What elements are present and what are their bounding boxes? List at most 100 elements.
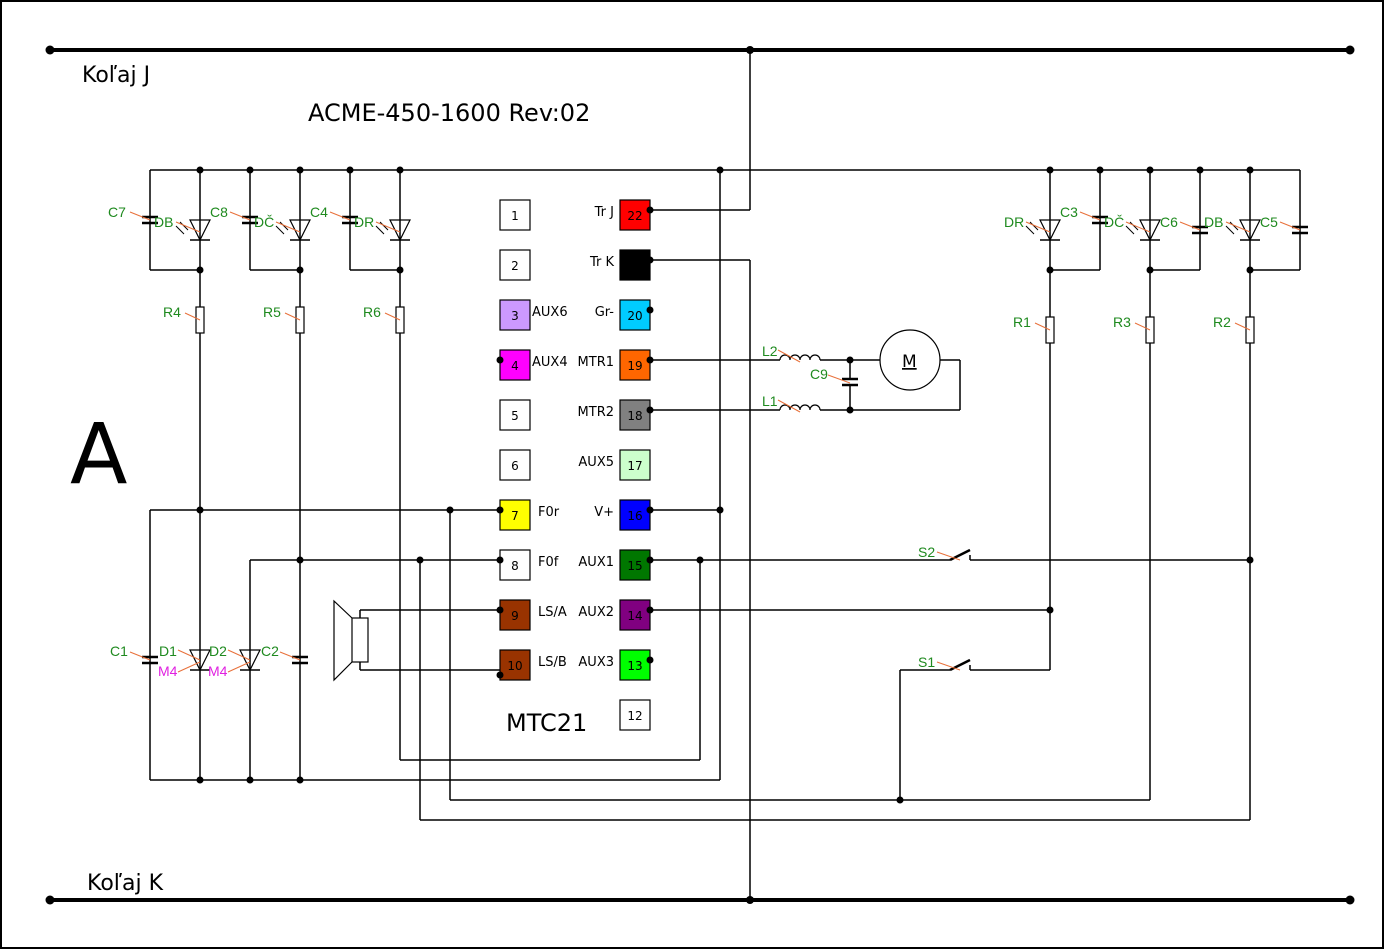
pin-junction <box>646 656 654 664</box>
connector-pin-17: 17 AUX5 <box>578 449 651 481</box>
label-cap: C3 <box>1060 204 1078 220</box>
led-icon <box>1225 219 1261 242</box>
led-icon <box>175 219 211 242</box>
pin-junction <box>646 406 654 414</box>
pin-number: 8 <box>511 559 519 573</box>
connector-pin-tr-k: Tr K <box>589 249 654 281</box>
capacitor-icon <box>1292 225 1308 235</box>
label-led: DČ <box>1104 214 1124 230</box>
connector-pin-1: 1 <box>499 199 531 231</box>
pin-number: 15 <box>627 559 642 573</box>
pin-label: Tr J <box>594 205 614 220</box>
pin-box <box>499 299 531 331</box>
pin-label: V+ <box>594 505 614 520</box>
pin-box <box>619 699 651 731</box>
pin-junction <box>496 606 504 614</box>
connector-pin-5: 5 <box>499 399 531 431</box>
capacitor-icon <box>142 215 158 225</box>
label-cap: C8 <box>210 204 228 220</box>
label-led: DČ <box>254 214 274 230</box>
led-group-right-1: DR C3 R1 <box>1004 204 1108 344</box>
pin-label: F0r <box>538 505 560 520</box>
pin-number: 18 <box>627 409 642 423</box>
label-res: R3 <box>1113 314 1131 330</box>
pin-box <box>619 599 651 631</box>
diagram-title: ACME-450-1600 Rev:02 <box>308 99 590 127</box>
pin-label: AUX4 <box>532 355 568 370</box>
pin-box <box>619 399 651 431</box>
pin-number: 14 <box>627 609 642 623</box>
pin-number: 1 <box>511 209 519 223</box>
capacitor-icon <box>842 377 858 387</box>
pin-number: 3 <box>511 309 519 323</box>
pin-junction <box>496 356 504 364</box>
speaker-icon <box>333 599 369 682</box>
led-icon <box>375 219 411 242</box>
pin-label: Tr K <box>589 255 615 270</box>
connector-pin-6: 6 <box>499 449 531 481</box>
rail-bottom <box>45 895 1355 905</box>
pin-label: F0f <box>538 555 559 570</box>
label-led: DB <box>1204 214 1223 230</box>
connector-name: MTC21 <box>506 709 587 737</box>
connector-pin-12: 12 <box>619 699 651 731</box>
label-cap: C7 <box>108 204 126 220</box>
pin-label: AUX1 <box>578 555 614 570</box>
motor-icon <box>879 329 941 391</box>
left-led-wiring <box>149 170 401 780</box>
label-led: DR <box>1004 214 1024 230</box>
pin-number: 4 <box>511 359 519 373</box>
pin-number: 22 <box>627 209 642 223</box>
pin-box <box>619 499 651 531</box>
led-group-left-3: C4 DR R6 <box>310 204 411 334</box>
connector-pin-9: 9 LS/A <box>496 599 567 631</box>
label-cap: C4 <box>310 204 328 220</box>
pin-label: LS/B <box>538 655 567 670</box>
label-switch-bottom: S1 <box>918 654 935 670</box>
pin-number: 9 <box>511 609 519 623</box>
label-cap: C6 <box>1160 214 1178 230</box>
capacitor-icon <box>242 215 258 225</box>
connector-pin-3: 3 AUX6 <box>499 299 568 331</box>
pin-number: 2 <box>511 259 519 273</box>
pin-box <box>619 299 651 331</box>
diode-icon <box>189 649 211 672</box>
pin-label: AUX5 <box>578 455 614 470</box>
label-cap-right: C2 <box>261 643 279 659</box>
pin-box <box>499 199 531 231</box>
rail-top <box>45 45 1355 55</box>
label-cap-motor: C9 <box>810 366 828 382</box>
label-inductor-bottom: L1 <box>762 393 778 409</box>
pin-label: AUX6 <box>532 305 568 320</box>
led-icon <box>1125 219 1161 242</box>
pin-junction <box>646 206 654 214</box>
pin-label: LS/A <box>538 605 567 620</box>
switch-icon <box>949 548 971 562</box>
pin-number: 17 <box>627 459 642 473</box>
led-group-right-3: DB C5 R2 <box>1204 214 1308 344</box>
capacitor-icon <box>1092 215 1108 225</box>
capacitor-icon <box>292 655 308 665</box>
switch-s2: S2 <box>918 544 971 562</box>
pin-box <box>619 549 651 581</box>
label-res: R1 <box>1013 314 1031 330</box>
pin-box <box>499 449 531 481</box>
inductor-icon <box>779 354 821 361</box>
pin-box <box>499 249 531 281</box>
label-res: R2 <box>1213 314 1231 330</box>
pin-box <box>619 349 651 381</box>
label-motor: M <box>902 352 917 372</box>
pin-junction <box>496 506 504 514</box>
connector-pin-4: 4 AUX4 <box>496 349 568 381</box>
junctions <box>196 166 1254 804</box>
led-icon <box>275 219 311 242</box>
pin-number: 5 <box>511 409 519 423</box>
